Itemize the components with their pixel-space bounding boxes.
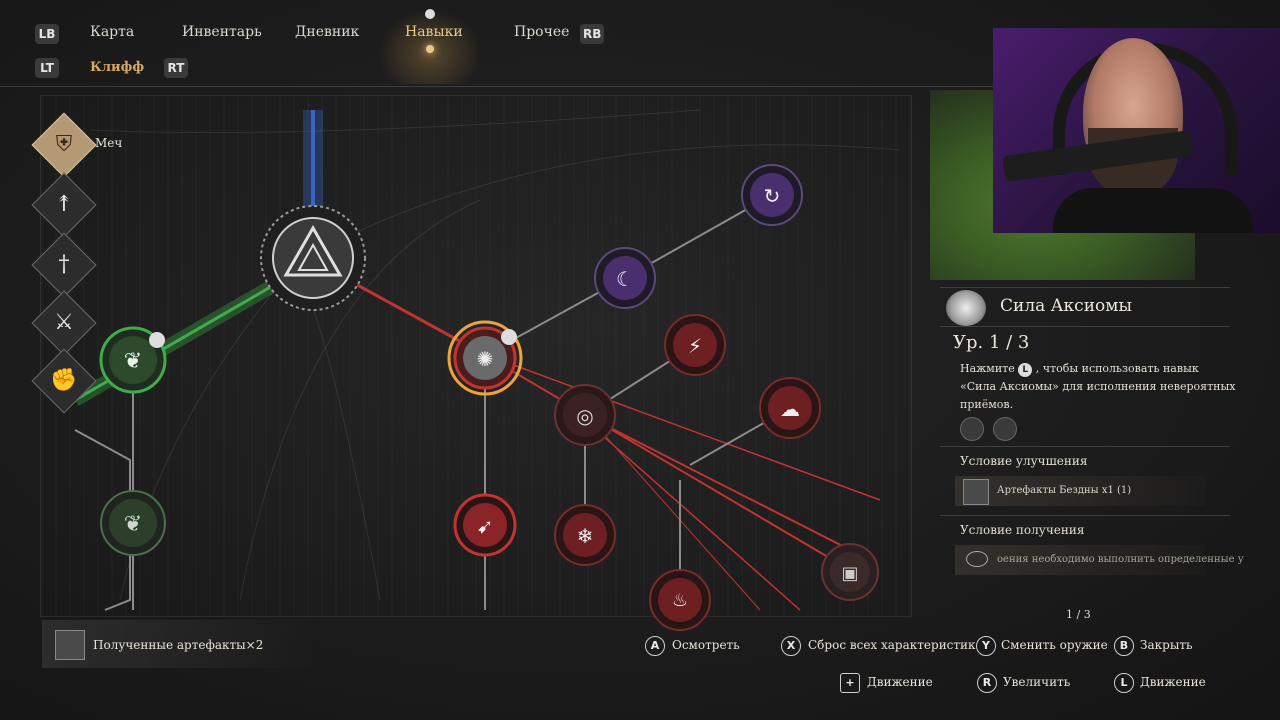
hint-switch-weapon[interactable]: Сменить оружие (1001, 638, 1108, 652)
desc-line1-post: , чтобы использовать навык (1035, 362, 1199, 375)
skill-node-red-snow[interactable]: ❄ (554, 504, 616, 566)
hint-reset[interactable]: Сброс всех характеристик (808, 638, 976, 652)
skill-tree: ❦ ❦ ✺ ◎ ⚡ ☁ ➹ ❄ ♨ (71, 109, 901, 631)
tab-journal[interactable]: Дневник (295, 24, 360, 40)
obtain-condition-text: оения необходимо выполнить определенные … (997, 554, 1244, 565)
skill-level: Ур. 1 / 3 (953, 332, 1030, 353)
core-node[interactable] (260, 205, 366, 311)
obtain-divider (940, 515, 1230, 516)
weapon-label: Меч (95, 136, 123, 150)
upgrade-condition-title: Условие улучшения (960, 454, 1088, 468)
artifacts-label: Полученные артефакты×2 (93, 638, 264, 652)
skill-node-purple-1[interactable]: ☾ (594, 247, 656, 309)
skill-node-red-claw[interactable]: ⚡ (664, 314, 726, 376)
left-stick-icon: L (1018, 363, 1033, 377)
r-stick-icon: R (977, 673, 997, 693)
skill-tag-icon-2 (993, 417, 1017, 441)
svg-text:☾: ☾ (616, 267, 634, 291)
active-tab-indicator-icon (426, 45, 434, 53)
desc-line3: приёмов. (960, 398, 1014, 411)
rb-button[interactable]: RB (580, 24, 605, 44)
x-button-icon: X (781, 636, 801, 656)
desc-line1-pre: Нажмите (960, 362, 1015, 375)
skill-description: Нажмите L , чтобы использовать навык «Си… (960, 360, 1245, 414)
a-button-icon: A (645, 636, 665, 656)
obtain-condition-title: Условие получения (960, 523, 1085, 537)
skill-tag-icon-1 (960, 417, 984, 441)
skill-node-green-2[interactable]: ❦ (100, 490, 166, 556)
skill-node-selected[interactable]: ✺ (447, 320, 523, 396)
svg-text:▣: ▣ (841, 563, 858, 584)
axiom-skill-icon (946, 290, 986, 326)
skills-notify-icon (425, 9, 435, 19)
tab-skills[interactable]: Навыки (405, 24, 463, 40)
blue-branch (303, 110, 323, 220)
svg-text:❦: ❦ (124, 349, 142, 374)
hint-inspect[interactable]: Осмотреть (672, 638, 740, 652)
svg-text:❦: ❦ (124, 512, 142, 537)
svg-text:❄: ❄ (577, 524, 594, 548)
artifact-icon (55, 630, 85, 660)
crossed-swords-icon: ⚔ (54, 309, 74, 335)
svg-text:✺: ✺ (477, 347, 494, 371)
abyss-artifact-icon (963, 479, 989, 505)
skill-node-red-wolf[interactable]: ➹ (453, 493, 517, 557)
dpad-icon: + (840, 673, 860, 693)
obtain-condition-box (955, 545, 1205, 575)
skill-node-green-1[interactable]: ❦ (99, 326, 167, 394)
name-divider (940, 326, 1230, 327)
upgrade-divider (940, 446, 1230, 447)
skill-node-red-fire[interactable]: ♨ (649, 569, 711, 631)
top-divider (0, 86, 1280, 87)
svg-text:♨: ♨ (672, 590, 688, 611)
hint-move-stick[interactable]: Движение (1140, 675, 1206, 689)
y-button-icon: Y (976, 636, 996, 656)
l-stick-icon: L (1114, 673, 1134, 693)
tab-inventory[interactable]: Инвентарь (182, 24, 262, 40)
svg-text:⚡: ⚡ (688, 334, 702, 358)
red-branch (329, 268, 881, 611)
skill-node-red-cloud[interactable]: ☁ (759, 377, 821, 439)
panel-top-divider (940, 287, 1230, 288)
character-tab[interactable]: Клифф (90, 60, 145, 75)
b-button-icon: B (1114, 636, 1134, 656)
locked-links (74, 194, 791, 611)
lt-button[interactable]: LT (35, 58, 59, 78)
webcam-overlay (993, 28, 1280, 233)
tab-map[interactable]: Карта (90, 24, 135, 40)
hint-zoom[interactable]: Увеличить (1003, 675, 1071, 689)
dagger-icon: † (58, 251, 70, 277)
hint-close[interactable]: Закрыть (1140, 638, 1193, 652)
skill-node-red-hub[interactable]: ◎ (554, 384, 616, 446)
tab-other[interactable]: Прочее (514, 24, 570, 40)
rt-button[interactable]: RT (164, 58, 188, 78)
artifacts-box (42, 620, 312, 668)
hint-move-dpad[interactable]: Движение (867, 675, 933, 689)
svg-text:➹: ➹ (477, 514, 494, 538)
upgrade-condition-box (955, 476, 1205, 506)
sword-shield-icon: ⛨ (55, 131, 73, 157)
skill-node-red-chest[interactable]: ▣ (821, 543, 879, 601)
spear-icon: ↟ (54, 191, 74, 217)
desc-line2: «Сила Аксиомы» для исполнения невероятны… (960, 380, 1236, 393)
skill-name: Сила Аксиомы (1000, 296, 1133, 316)
streamer-body (1053, 188, 1253, 233)
svg-text:◎: ◎ (576, 404, 593, 428)
top-navigation: LB Карта Инвентарь Дневник Навыки Прочее… (0, 0, 1280, 88)
upgrade-condition-item: Артефакты Бездны x1 (1) (997, 485, 1132, 496)
page-indicator: 1 / 3 (1066, 608, 1091, 621)
eye-icon (966, 551, 988, 567)
fist-icon: ✊ (50, 367, 78, 393)
skill-node-purple-2[interactable]: ↻ (741, 164, 803, 226)
lb-button[interactable]: LB (35, 24, 59, 44)
svg-text:↻: ↻ (764, 184, 781, 208)
svg-text:☁: ☁ (780, 397, 800, 421)
